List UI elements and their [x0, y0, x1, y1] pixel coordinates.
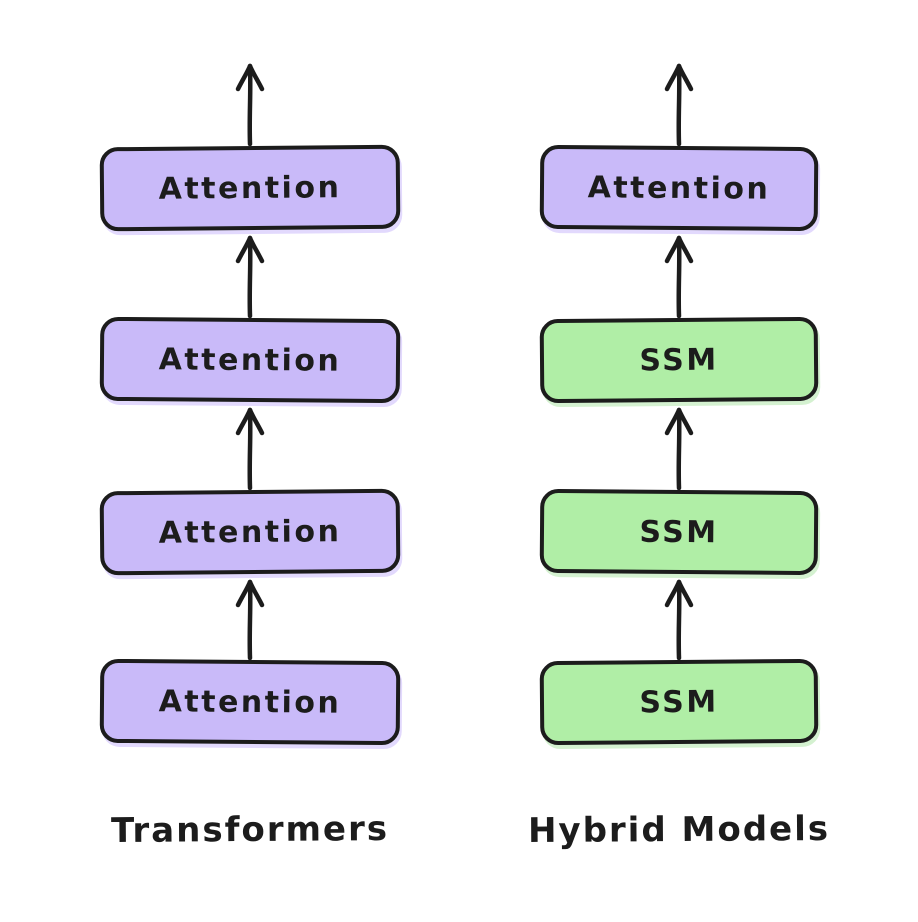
hybrid-models-column: Attention SSM SSM SSM Hybrid Models	[528, 58, 830, 922]
arrow-up-icon	[664, 235, 694, 318]
block-attention: Attention	[99, 144, 401, 232]
block-attention: Attention	[99, 316, 401, 404]
block-label: SSM	[639, 342, 719, 378]
arrow-up-icon	[235, 235, 265, 318]
block-attention: Attention	[99, 658, 401, 746]
column-label-hybrid-models: Hybrid Models	[527, 808, 831, 852]
block-label: Attention	[158, 169, 342, 207]
arrow-up-icon	[664, 63, 694, 146]
block-label: Attention	[158, 683, 342, 721]
block-label: SSM	[639, 684, 719, 720]
block-ssm: SSM	[539, 488, 819, 576]
arrow-up-icon	[664, 579, 694, 660]
block-attention: Attention	[539, 144, 819, 232]
block-label: SSM	[639, 514, 719, 550]
transformers-column: Attention Attention Attention Attention …	[99, 58, 401, 922]
block-label: Attention	[587, 169, 771, 207]
column-label-transformers: Transformers	[110, 809, 390, 851]
block-attention: Attention	[99, 488, 401, 576]
block-label: Attention	[158, 513, 342, 551]
block-label: Attention	[158, 341, 342, 379]
arrow-up-icon	[235, 63, 265, 146]
arrow-up-icon	[235, 579, 265, 660]
block-ssm: SSM	[539, 316, 819, 404]
arrow-up-icon	[235, 407, 265, 490]
arrow-up-icon	[664, 407, 694, 490]
block-ssm: SSM	[539, 658, 819, 746]
